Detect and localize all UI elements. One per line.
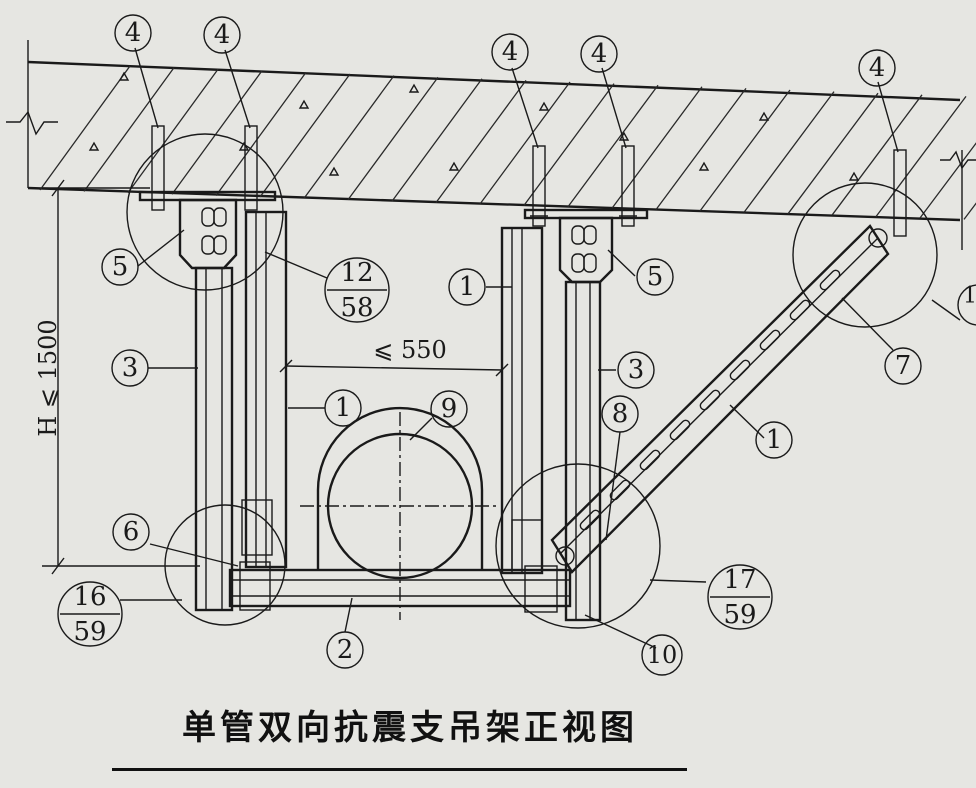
detail-ref-17-59-num: 17 — [723, 565, 756, 595]
callout-5-right: 5 — [636, 258, 674, 296]
callout-3-right: 3 — [617, 351, 655, 389]
detail-ref-17-59: 17 59 — [707, 564, 773, 630]
anchor-bolt-1 — [149, 125, 167, 211]
base-plate-left — [138, 190, 277, 270]
detail-ref-16-59-den: 59 — [73, 617, 106, 647]
detail-ref-16-59: 16 59 — [57, 581, 123, 647]
callout-2-text: 2 — [337, 635, 354, 665]
callout-4-e: 4 — [858, 49, 896, 87]
span-dimension-label: ⩽ 550 — [373, 336, 447, 364]
callout-8-text: 8 — [612, 399, 629, 429]
callout-4-b-text: 4 — [214, 20, 231, 50]
leader-lines — [120, 47, 961, 649]
drawing-title: 单管双向抗震支吊架正视图 — [182, 708, 638, 748]
callout-1-mid: 1 — [324, 389, 362, 427]
side-channel-left — [241, 210, 288, 569]
detail-ref-12-58: 12 58 — [324, 257, 390, 323]
anchor-bolt-4 — [619, 145, 637, 227]
callout-6-text: 6 — [123, 517, 140, 547]
detail-ref-12-58-num: 12 — [340, 258, 373, 288]
callout-9: 9 — [430, 390, 468, 428]
callout-5-left: 5 — [101, 248, 139, 286]
callout-9-text: 9 — [441, 394, 458, 424]
callout-8: 8 — [601, 395, 639, 433]
anchor-bolt-3 — [530, 145, 548, 227]
callout-10-text: 10 — [647, 641, 678, 669]
callout-4-e-text: 4 — [869, 53, 886, 83]
anchor-bolt-2 — [242, 125, 260, 211]
callout-10: 10 — [641, 634, 683, 676]
callout-3-right-text: 3 — [628, 355, 645, 385]
callout-1-brace-text: 1 — [766, 425, 783, 455]
anchor-bolts — [149, 125, 907, 237]
side-channel-right — [500, 226, 544, 575]
detail-ref-16-59-num: 16 — [73, 582, 106, 612]
callout-7-text: 7 — [895, 351, 912, 381]
diagonal-brace — [550, 224, 890, 574]
detail-ref-12-58-den: 58 — [340, 293, 373, 323]
detail-circles — [126, 133, 938, 629]
dimension-span: ⩽ 550 — [279, 336, 509, 377]
anchor-bolt-5 — [893, 149, 907, 237]
base-plate-right — [523, 208, 649, 284]
callout-2: 2 — [326, 631, 364, 669]
callout-4-a-text: 4 — [125, 18, 142, 48]
callout-5-right-text: 5 — [647, 262, 664, 292]
callout-4-c: 4 — [491, 33, 529, 71]
channel-right — [564, 280, 602, 622]
concrete-slab — [6, 40, 976, 250]
dimension-height: H ⩽ 1500 — [34, 179, 200, 575]
callout-1-partial: 1 — [957, 284, 976, 326]
detail-ref-17-59-den: 59 — [723, 600, 756, 630]
callout-3-left: 3 — [111, 349, 149, 387]
callout-4-b: 4 — [203, 16, 241, 54]
callout-6: 6 — [112, 513, 150, 551]
callout-4-c-text: 4 — [502, 37, 519, 67]
callout-7: 7 — [884, 347, 922, 385]
pipe — [300, 406, 500, 620]
callout-3-left-text: 3 — [122, 353, 139, 383]
title-underline — [112, 768, 687, 771]
callout-4-a: 4 — [114, 14, 152, 52]
callout-1-brace: 1 — [755, 421, 793, 459]
callout-1-mid-text: 1 — [335, 393, 352, 423]
channel-left — [194, 266, 234, 612]
height-dimension-label: H ⩽ 1500 — [34, 319, 62, 436]
callout-1-upper: 1 — [448, 268, 486, 306]
callout-1-partial-text: 1 — [963, 284, 976, 309]
callout-1-upper-text: 1 — [459, 272, 476, 302]
callout-5-left-text: 5 — [112, 252, 129, 282]
callout-4-d: 4 — [580, 35, 618, 73]
callout-4-d-text: 4 — [591, 39, 608, 69]
